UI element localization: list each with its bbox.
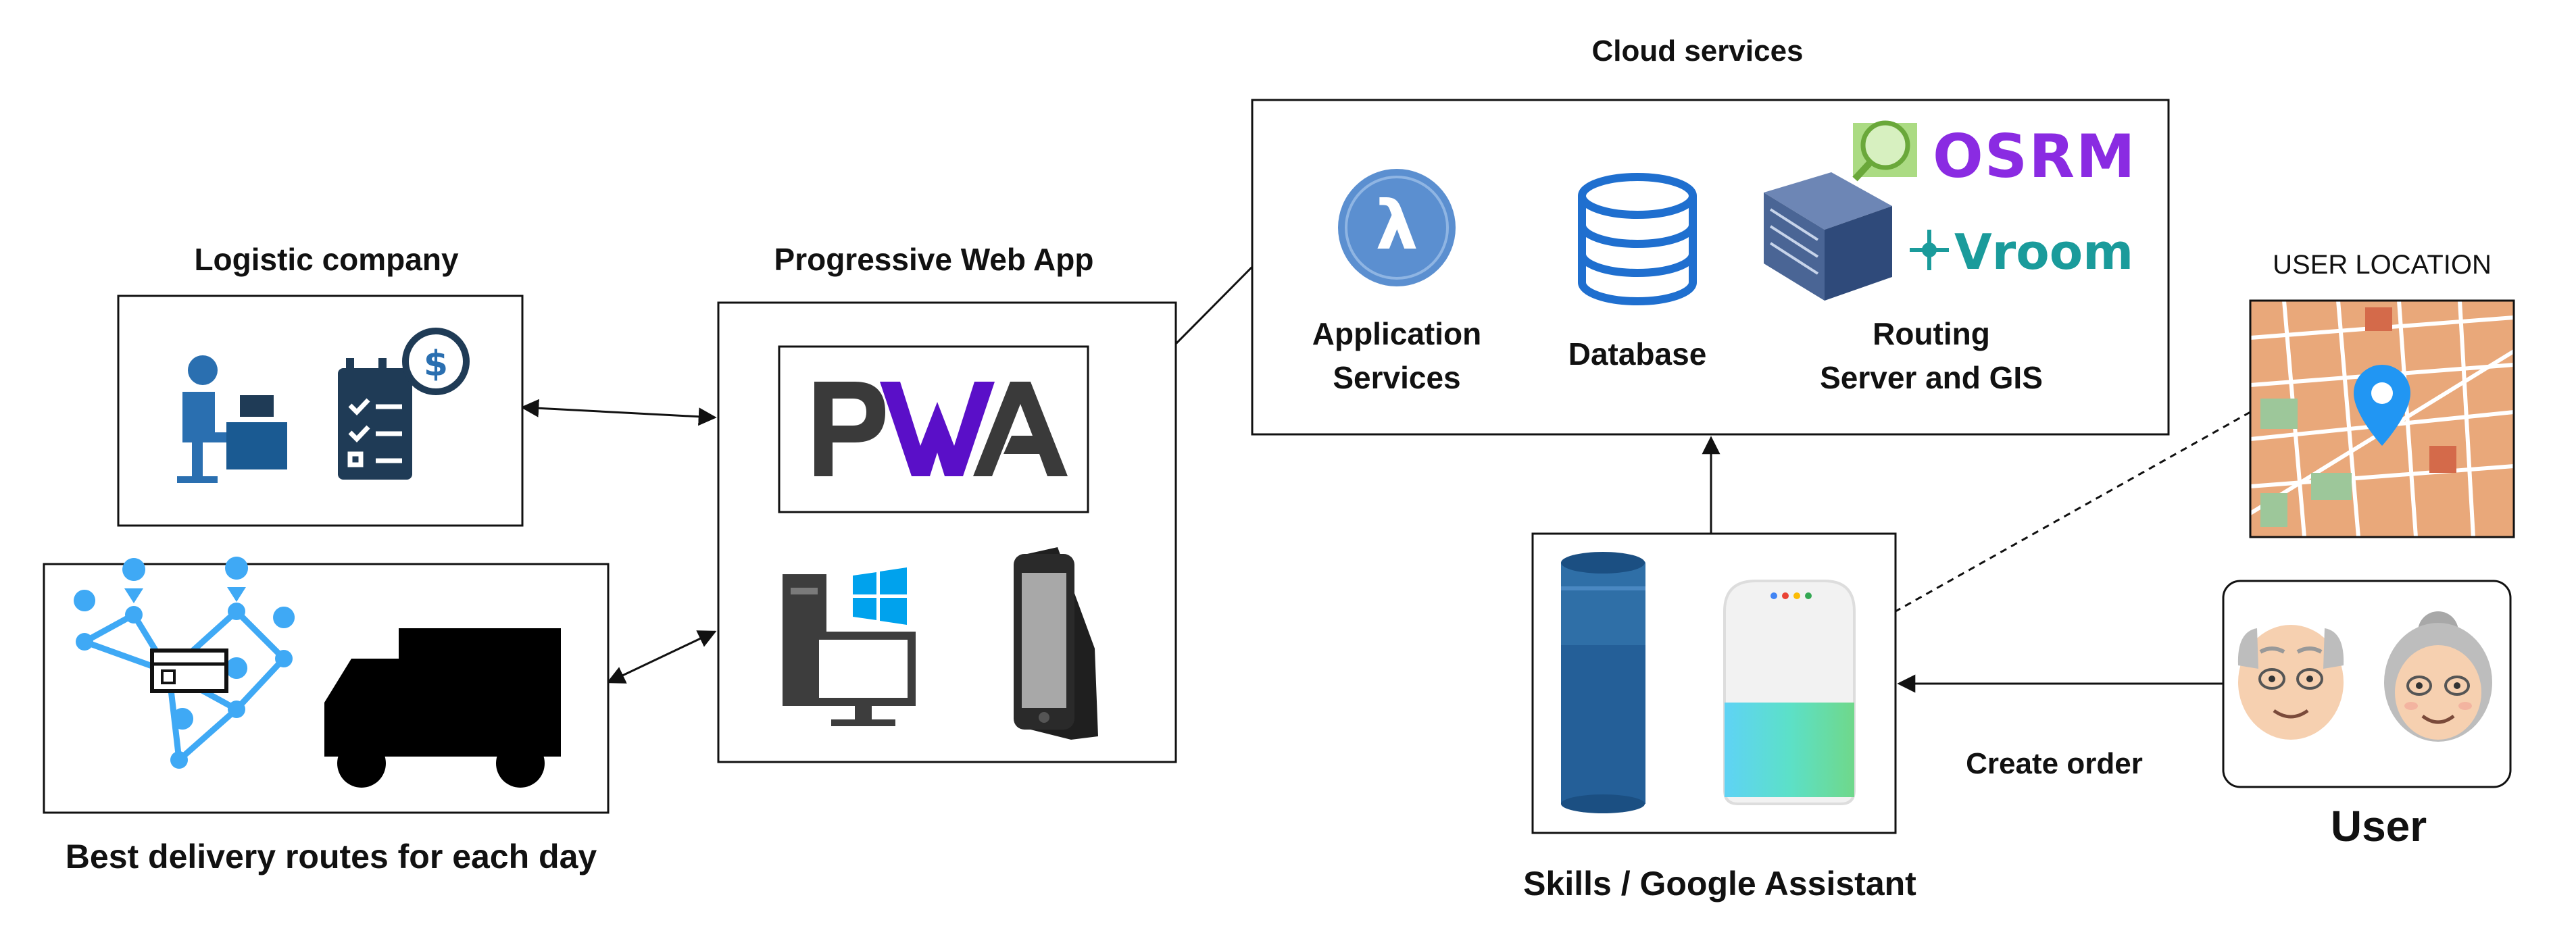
elderly-woman-icon <box>2384 611 2492 742</box>
pwa-title: Progressive Web App <box>774 242 1094 277</box>
windows-logo-icon <box>853 567 907 625</box>
skills-label: Skills / Google Assistant <box>1523 865 1916 902</box>
dollar-glyph: $ <box>424 344 448 384</box>
arrow-routes-pwa <box>606 630 717 684</box>
lambda-glyph: λ <box>1375 186 1418 265</box>
logistic-company-box <box>117 295 524 527</box>
route-network-icon <box>74 557 295 769</box>
best-routes-label: Best delivery routes for each day <box>66 838 597 875</box>
logistic-company-title: Logistic company <box>194 242 458 277</box>
server-rack-icon <box>1764 172 1892 301</box>
best-routes-group: Best delivery routes for each day <box>43 557 610 875</box>
create-order-label: Create order <box>1966 747 2143 780</box>
osrm-logo: OSRM <box>1933 122 2137 191</box>
user-group: Create order User <box>1966 580 2512 850</box>
map-pin-icon <box>2354 365 2410 446</box>
database-icon <box>1578 173 1697 305</box>
vroom-logo: Vroom <box>1954 224 2133 280</box>
cloud-services-title: Cloud services <box>1591 34 1803 68</box>
pwa-logo-icon <box>814 382 1068 476</box>
arrow-logistic-pwa <box>520 399 717 426</box>
pwa-group: Progressive Web App <box>717 242 1177 763</box>
database-label: Database <box>1568 336 1707 372</box>
skills-group: Skills / Google Assistant <box>1523 532 1916 902</box>
elderly-man-icon <box>2237 625 2344 740</box>
lambda-icon: λ <box>1338 169 1456 286</box>
application-services-label-1: Application <box>1312 316 1481 351</box>
routing-label-1: Routing <box>1873 316 1990 351</box>
delivery-truck-icon <box>324 628 561 788</box>
google-home-icon <box>1723 580 1856 805</box>
billing-calendar-icon: $ <box>338 328 470 480</box>
cloud-services-group: Cloud services λ Application Services Da… <box>1251 34 2170 436</box>
dashed-location-skills <box>1895 411 2251 613</box>
user-location-group: USER LOCATION <box>2249 250 2515 538</box>
smartphone-icon <box>1014 547 1098 740</box>
vroom-logo-icon <box>1910 230 1949 270</box>
desktop-pc-icon <box>783 574 916 726</box>
user-label: User <box>2331 802 2427 850</box>
office-worker-icon <box>177 355 287 483</box>
smart-speaker-icon <box>1561 552 1645 813</box>
application-services-label-2: Services <box>1333 360 1460 395</box>
osrm-magnifier-icon <box>1852 120 1917 182</box>
user-location-title: USER LOCATION <box>2273 250 2492 280</box>
map-frame <box>2249 299 2515 538</box>
logistic-company-group: Logistic company $ <box>117 242 524 527</box>
routing-label-2: Server and GIS <box>1820 360 2043 395</box>
